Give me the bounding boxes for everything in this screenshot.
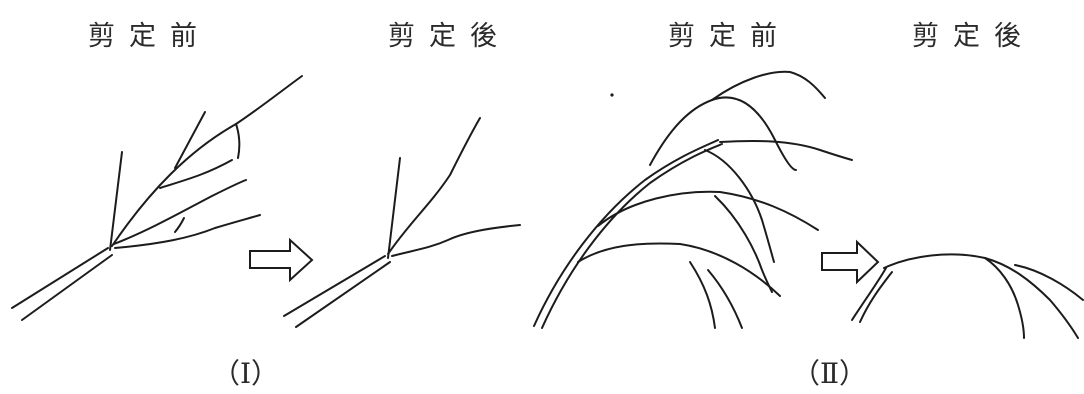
panel-2-after-label: 剪定後 [912,21,1035,52]
dot-mark [610,93,614,97]
arrow-2-icon [821,239,880,285]
panel-2-before-tree [533,70,853,329]
panel-1-before-tree [11,75,303,321]
panel-2-before-label: 剪定前 [668,21,791,52]
arrow-1-icon [249,237,314,283]
panel-2-caption: （Ⅱ） [792,357,868,390]
panel-1-after-label: 剪定後 [388,21,511,52]
panel-1-before-label: 剪定前 [88,21,211,52]
panel-1-caption: （Ⅰ） [212,357,280,390]
panel-1-after-tree [283,117,521,328]
panel-2-after-tree [851,253,1084,339]
